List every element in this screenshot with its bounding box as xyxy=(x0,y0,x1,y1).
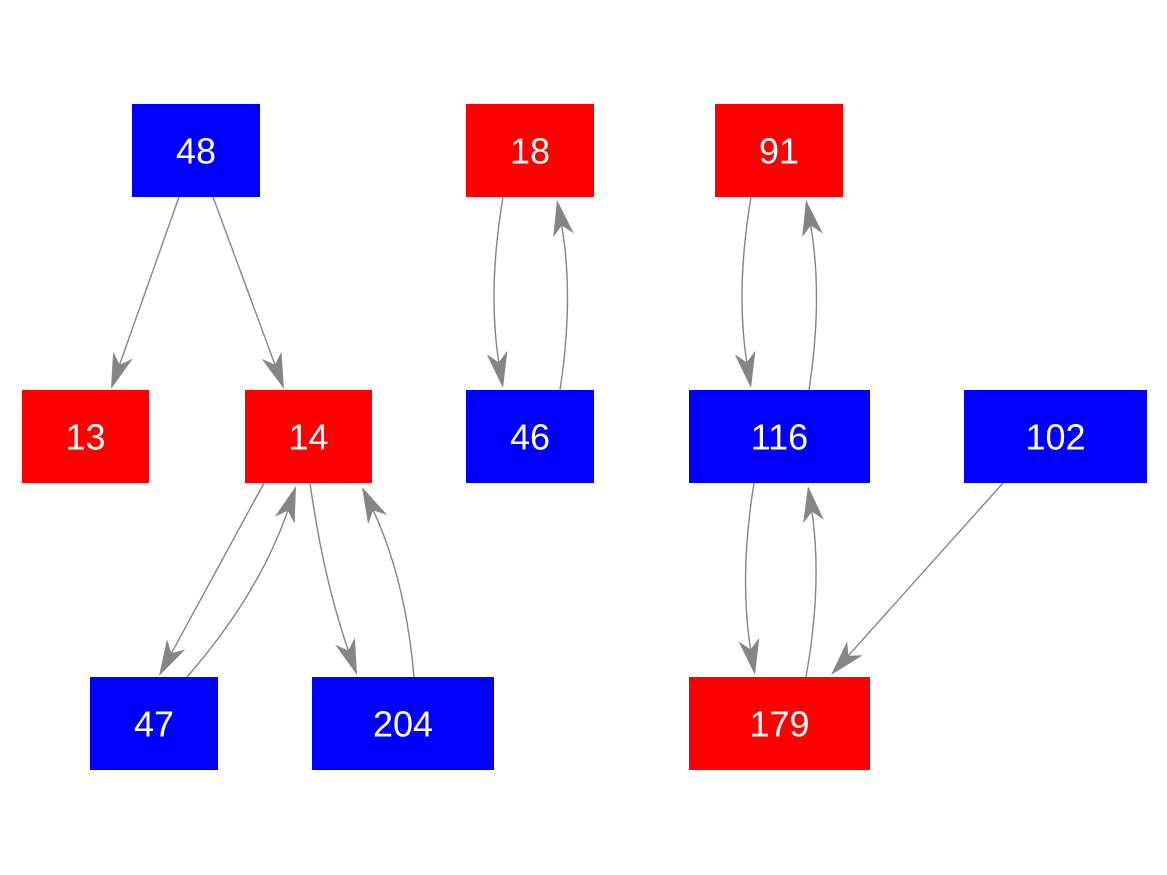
node-label-47: 47 xyxy=(134,704,174,745)
graph-node-204: 204 xyxy=(312,677,494,770)
graph-node-18: 18 xyxy=(466,104,594,197)
edge-line xyxy=(805,507,817,678)
edge-14-47 xyxy=(159,482,265,676)
edge-48-14 xyxy=(212,196,284,389)
node-label-14: 14 xyxy=(288,417,328,458)
node-label-13: 13 xyxy=(65,417,105,458)
edge-14-204 xyxy=(309,482,357,675)
node-label-179: 179 xyxy=(749,704,809,745)
node-rect-204 xyxy=(312,677,494,770)
edge-line xyxy=(808,221,818,391)
node-rect-18 xyxy=(466,104,594,197)
edge-46-18 xyxy=(553,200,574,391)
edge-line xyxy=(493,196,504,367)
graph-node-13: 13 xyxy=(22,390,149,483)
edge-48-13 xyxy=(111,196,180,389)
graph-node-91: 91 xyxy=(715,104,843,197)
edge-line xyxy=(844,482,1004,660)
node-rect-47 xyxy=(90,677,218,770)
edge-line xyxy=(186,506,290,678)
graph-node-47: 47 xyxy=(90,677,218,770)
edge-91-116 xyxy=(734,196,756,388)
arrowhead-icon xyxy=(802,200,823,238)
node-label-204: 204 xyxy=(373,704,433,745)
graph-node-116: 116 xyxy=(689,390,870,483)
node-label-48: 48 xyxy=(176,131,216,172)
graph-node-48: 48 xyxy=(132,104,260,197)
node-rect-13 xyxy=(22,390,149,483)
arrowhead-icon xyxy=(362,487,388,524)
graph-node-46: 46 xyxy=(466,390,594,483)
edge-line xyxy=(309,482,351,655)
edge-116-179 xyxy=(738,482,760,675)
node-rect-91 xyxy=(715,104,843,197)
node-label-116: 116 xyxy=(751,417,808,458)
arrowhead-icon xyxy=(803,486,824,524)
graph-node-102: 102 xyxy=(964,390,1147,483)
arrowhead-icon xyxy=(111,351,133,389)
node-label-102: 102 xyxy=(1025,417,1085,458)
edge-line xyxy=(741,196,752,367)
node-label-18: 18 xyxy=(510,131,550,172)
edge-204-14 xyxy=(362,487,415,678)
edge-line xyxy=(744,482,755,654)
arrowhead-icon xyxy=(274,486,296,524)
edge-47-14 xyxy=(186,486,296,678)
arrowhead-icon xyxy=(486,350,508,388)
arrowhead-icon xyxy=(738,637,760,675)
edge-line xyxy=(117,196,180,369)
arrowhead-icon xyxy=(335,637,357,675)
edge-line xyxy=(212,196,278,369)
node-rect-116 xyxy=(689,390,870,483)
edge-179-116 xyxy=(803,486,824,678)
graph-node-14: 14 xyxy=(245,390,372,483)
edge-line xyxy=(559,221,569,391)
arrowhead-icon xyxy=(831,641,863,675)
arrowhead-icon xyxy=(734,350,756,388)
graph-node-179: 179 xyxy=(689,677,870,770)
node-rect-46 xyxy=(466,390,594,483)
arrowhead-icon xyxy=(553,200,574,238)
edge-line xyxy=(370,506,415,678)
node-label-46: 46 xyxy=(510,417,550,458)
arrowhead-icon xyxy=(261,351,284,389)
node-rect-102 xyxy=(964,390,1147,483)
node-rect-14 xyxy=(245,390,372,483)
arrowhead-icon xyxy=(159,639,186,676)
edge-18-46 xyxy=(486,196,508,388)
edge-102-179 xyxy=(831,482,1004,675)
node-rect-179 xyxy=(689,677,870,770)
node-rect-48 xyxy=(132,104,260,197)
edge-line xyxy=(168,482,265,658)
node-label-91: 91 xyxy=(759,131,799,172)
edge-116-91 xyxy=(802,200,823,391)
